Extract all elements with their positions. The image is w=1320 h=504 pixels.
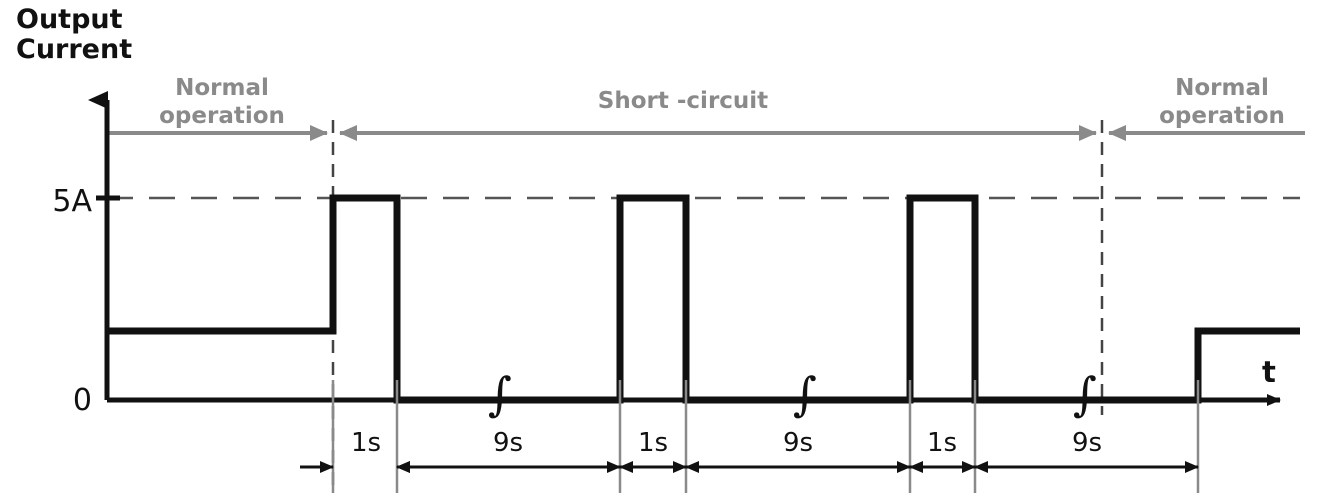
time-label-4: 1s bbox=[927, 428, 957, 458]
time-label-3: 9s bbox=[783, 428, 813, 458]
phase-label-normal-left-line1: Normal bbox=[175, 75, 269, 101]
page-title-line2: Current bbox=[16, 34, 132, 65]
break-mark-icon-3: ∫ bbox=[1073, 367, 1097, 421]
output-current-waveform bbox=[107, 194, 1300, 404]
time-label-1: 9s bbox=[493, 428, 523, 458]
phase-label-normal-right-line1: Normal bbox=[1175, 75, 1269, 101]
phase-label-normal-right-line2: operation bbox=[1159, 103, 1285, 129]
phase-label-short-circuit: Short -circuit bbox=[598, 88, 768, 114]
y-axis-label-zero: 0 bbox=[73, 383, 92, 418]
time-label-5: 9s bbox=[1072, 428, 1102, 458]
y-axis-label-5a: 5A bbox=[52, 184, 92, 219]
x-axis-label-t: t bbox=[1262, 355, 1276, 389]
phase-label-normal-left-line2: operation bbox=[159, 103, 285, 129]
break-mark-icon-1: ∫ bbox=[488, 367, 512, 421]
break-mark-icon-2: ∫ bbox=[793, 367, 817, 421]
time-label-0: 1s bbox=[351, 428, 381, 458]
page-title-line1: Output bbox=[16, 4, 123, 35]
time-label-2: 1s bbox=[638, 428, 668, 458]
